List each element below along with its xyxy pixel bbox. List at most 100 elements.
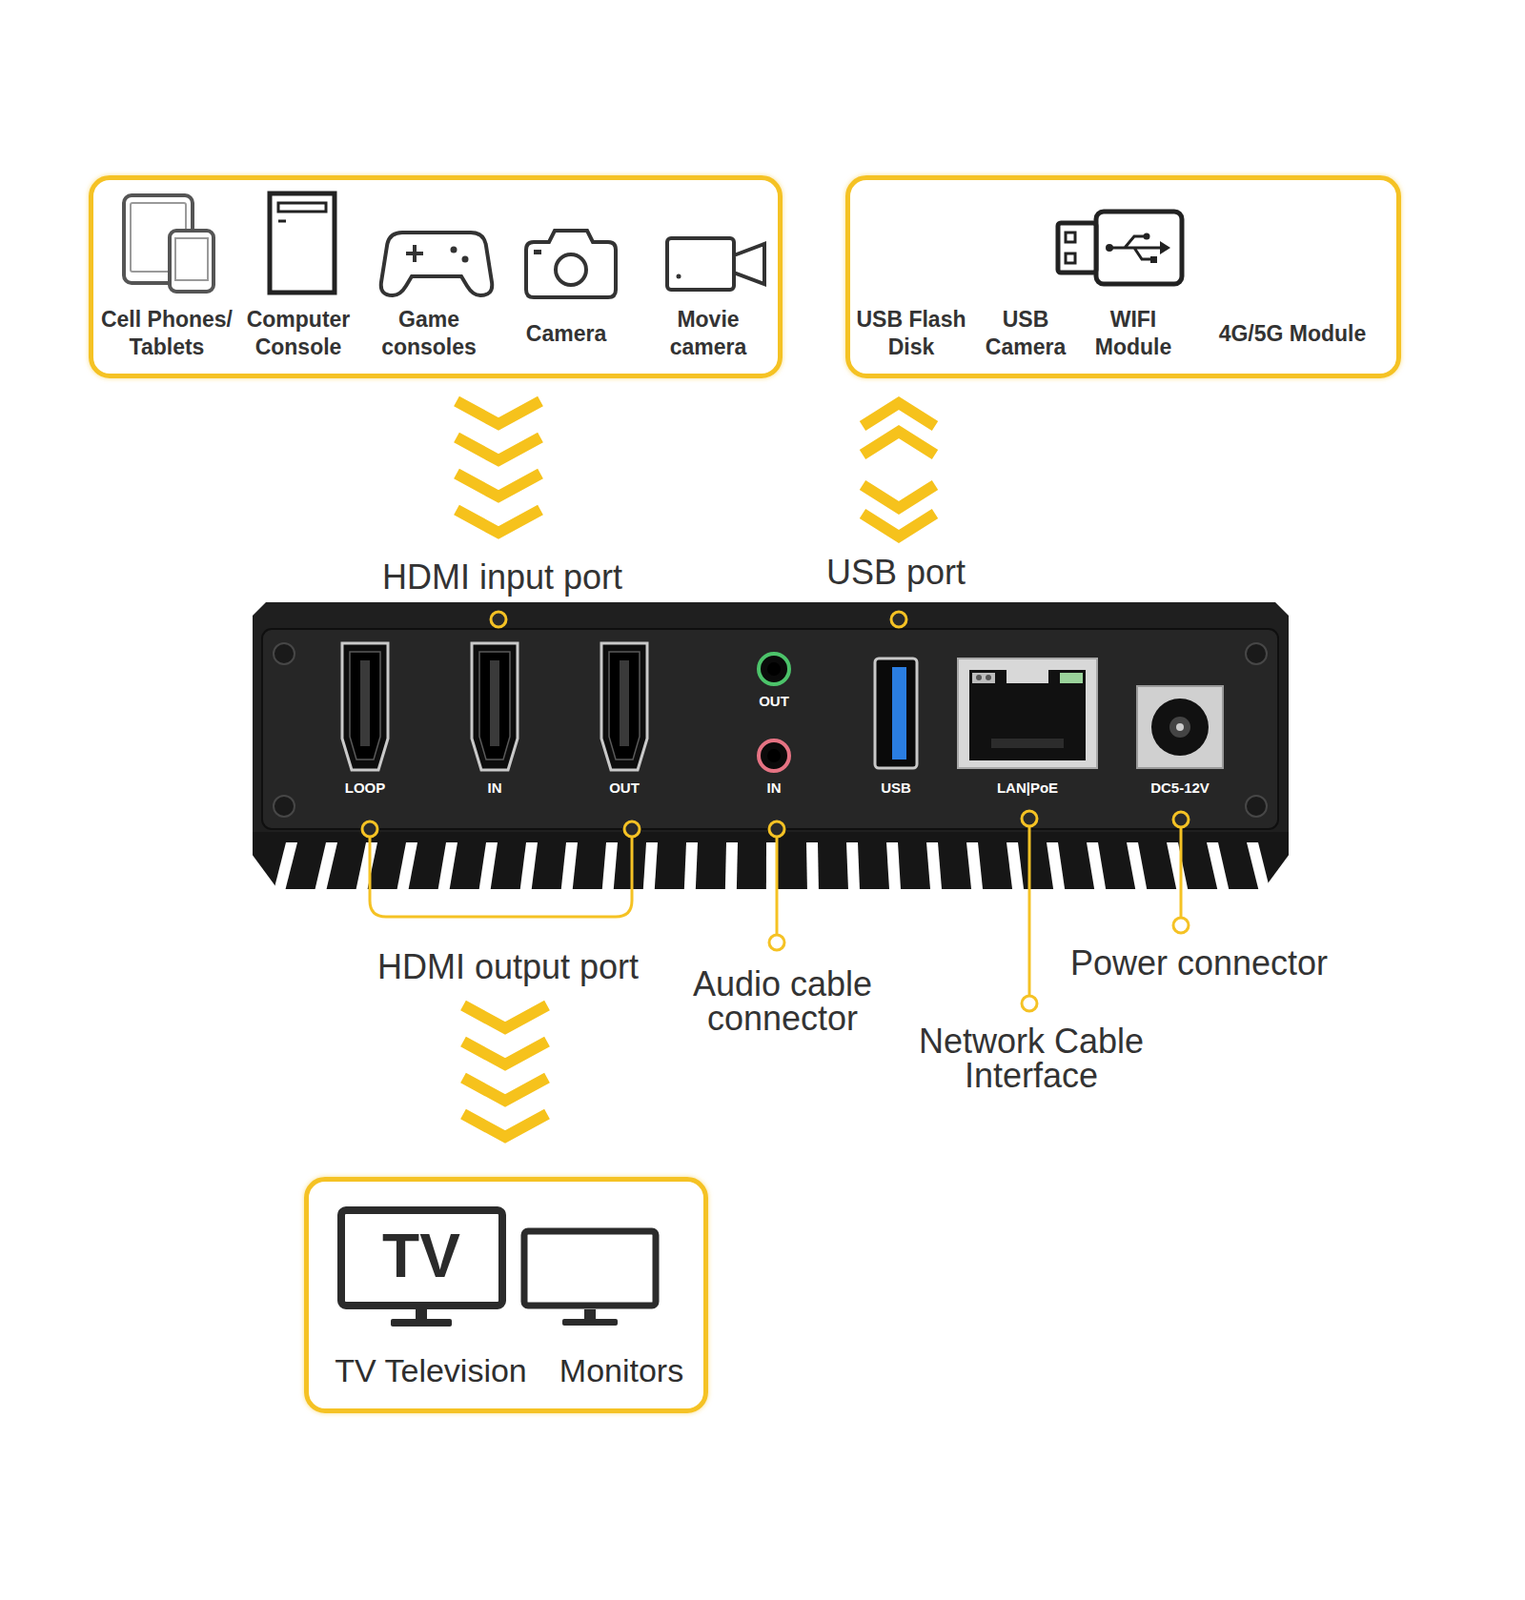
audio-jack [758, 653, 790, 685]
heatsink [251, 842, 1290, 891]
tablet-phone-icon [123, 195, 214, 292]
heatsink-slit [1126, 842, 1147, 891]
usb-stick-icon [1110, 236, 1163, 260]
screen-text: TV [382, 1225, 461, 1287]
movie-camera-icon [667, 238, 765, 290]
port-callout: USB port [822, 553, 970, 592]
heatsink-slit [1166, 842, 1188, 891]
heatsink-slit [806, 842, 819, 891]
gamepad-icon [450, 246, 458, 254]
heatsink-end [251, 854, 279, 891]
camera-icon [555, 254, 587, 285]
screw [273, 795, 295, 817]
hdmi-port [471, 643, 518, 771]
leader-line [775, 836, 779, 936]
device-name: USB Camera [968, 305, 1083, 362]
heatsink-slit [1006, 842, 1024, 891]
heatsink-slit [479, 842, 498, 891]
usb-port [874, 658, 917, 769]
tablet-phone-icon [175, 238, 208, 281]
callout-label: Network Cable Interface [902, 1024, 1160, 1094]
heatsink-end [1262, 854, 1290, 891]
device-name: Monitors [559, 1351, 684, 1391]
lan-port [985, 674, 992, 681]
gamepad-icon [406, 244, 424, 263]
gamepad-icon [381, 232, 493, 296]
audio-jack [767, 749, 781, 763]
port-callout: HDMI output port [373, 948, 643, 987]
leader-line [1028, 826, 1032, 997]
camera-icon [526, 230, 616, 298]
dc-power-jack [1137, 686, 1223, 769]
monitor-icon [584, 1309, 596, 1320]
hdmi-port [342, 643, 388, 771]
leader-dot [362, 611, 1189, 1012]
leader-dot [1173, 812, 1189, 828]
usb-stick-icon [1065, 232, 1076, 243]
device-name: TV Television [334, 1351, 528, 1391]
port-label: IN [488, 779, 503, 797]
usb-stick-icon [1143, 233, 1151, 241]
leader-dot [1021, 811, 1037, 827]
usb-port [874, 658, 917, 769]
monitor-icon [524, 1231, 656, 1326]
computer-icon [278, 220, 286, 224]
heatsink-slit [1246, 842, 1271, 891]
heatsink-slit [314, 842, 338, 891]
port-callout: HDMI input port [378, 558, 627, 597]
tv-icon [341, 1210, 503, 1306]
device-panel: LOOPINOUTOUTINUSBLAN|PoEDC5-12V [252, 602, 1289, 889]
device-body [252, 832, 1289, 890]
lan-port [1059, 672, 1083, 684]
device-name: Camera [508, 320, 624, 348]
leader-dot [624, 821, 640, 837]
lan-port [976, 674, 982, 681]
device-name: 4G/5G Module [1192, 320, 1393, 348]
port-label: LOOP [345, 779, 387, 797]
port-label: OUT [758, 692, 790, 711]
dc-power-jack [1176, 723, 1184, 732]
lan-port [969, 670, 1086, 761]
device-body [252, 602, 1289, 839]
leader-dot [769, 821, 785, 837]
port-label: LAN|PoE [996, 779, 1058, 797]
leader-dot [1173, 917, 1189, 934]
screw [1245, 795, 1267, 817]
chevron-arrow [463, 888, 548, 1178]
gamepad-icon [462, 256, 469, 264]
source-device-box: Cell Phones/ TabletsComputer ConsoleGame… [88, 175, 783, 379]
audio-jack [767, 662, 781, 676]
heatsink-slit [1046, 842, 1065, 891]
device-body [252, 602, 1289, 890]
heatsink-slit [520, 842, 538, 891]
usb-stick-icon [1057, 223, 1097, 273]
gamepad-icon [381, 232, 493, 296]
heatsink-slit [561, 842, 578, 891]
callout-label: Power connector [1070, 946, 1328, 981]
heatsink-slit [684, 842, 698, 891]
monitor-icon [562, 1319, 618, 1326]
leader-line [369, 836, 632, 917]
device-body [262, 629, 1279, 830]
movie-camera-icon [667, 238, 734, 290]
heatsink-slit [643, 842, 658, 891]
hdmi-port [601, 643, 648, 771]
usb-stick-icon [1057, 211, 1182, 285]
computer-icon [269, 193, 335, 293]
hdmi-port [342, 643, 648, 771]
heatsink-slit [966, 842, 983, 891]
audio-jack [758, 653, 790, 772]
camera-icon [533, 249, 542, 255]
device-name: Cell Phones/ Tablets [92, 305, 242, 362]
leader-dot [362, 821, 378, 837]
heatsink-slit [926, 842, 942, 891]
lan-port [991, 738, 1064, 749]
leader-dot [490, 611, 507, 628]
tv-icon [341, 1210, 503, 1327]
heatsink-slit [396, 842, 418, 891]
heatsink-slit [602, 842, 618, 891]
device-name: Movie camera [650, 305, 766, 362]
